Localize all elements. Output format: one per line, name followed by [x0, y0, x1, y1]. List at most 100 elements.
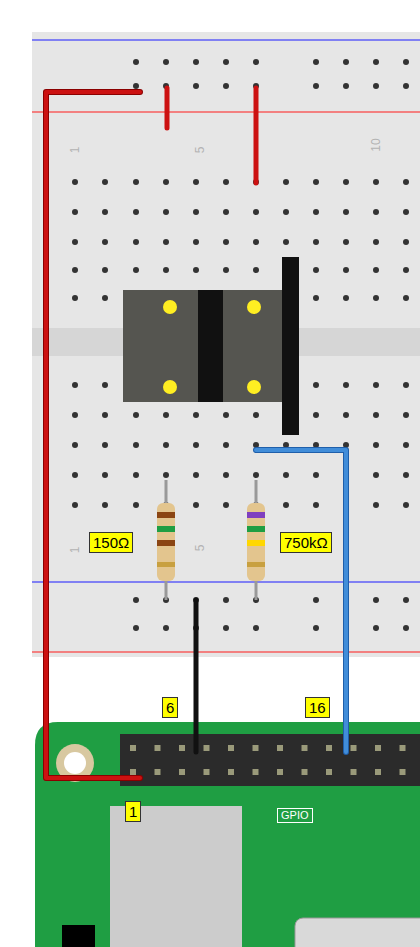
red-wire: [46, 92, 140, 778]
rail-line: [32, 652, 420, 653]
hole: [313, 267, 319, 273]
header-name: GPIO: [277, 808, 313, 823]
rail-line: [32, 40, 420, 41]
usb-port: [110, 806, 242, 947]
resistor-symbol: [157, 480, 175, 600]
hole: [163, 209, 169, 215]
gpio-pins: [130, 745, 406, 775]
gpio-pin: [375, 745, 381, 751]
hole: [163, 472, 169, 478]
gpio-pin: [400, 745, 406, 751]
gpio-pin: [130, 769, 136, 775]
hole: [193, 59, 199, 65]
black-wire: [194, 600, 199, 752]
hole: [163, 179, 169, 185]
hole: [102, 239, 108, 245]
hole: [373, 382, 379, 388]
hole: [193, 209, 199, 215]
hole: [253, 59, 259, 65]
hole: [253, 472, 259, 478]
gpio-pin: [179, 769, 185, 775]
gpio-pin: [228, 769, 234, 775]
hole: [373, 442, 379, 448]
hole: [403, 179, 409, 185]
red-wire: [254, 88, 259, 183]
hole: [403, 382, 409, 388]
hole: [313, 59, 319, 65]
chip: [62, 925, 95, 947]
hole: [223, 625, 229, 631]
hole: [133, 502, 139, 508]
hole: [223, 267, 229, 273]
hole: [373, 597, 379, 603]
hole: [102, 179, 108, 185]
hole: [313, 209, 319, 215]
hole: [102, 382, 108, 388]
gpio-pin: [228, 745, 234, 751]
hole: [72, 179, 78, 185]
resistor-symbol: [247, 480, 265, 600]
hole: [403, 83, 409, 89]
hole: [373, 295, 379, 301]
column-number: 10: [370, 138, 382, 151]
hole: [72, 502, 78, 508]
hole: [102, 267, 108, 273]
hole: [283, 472, 289, 478]
hole: [313, 83, 319, 89]
hole: [343, 209, 349, 215]
hole: [253, 412, 259, 418]
hole: [102, 472, 108, 478]
column-number: 5: [194, 147, 206, 154]
gpio-pin: [253, 769, 259, 775]
hole: [102, 502, 108, 508]
hole: [253, 239, 259, 245]
hole: [193, 239, 199, 245]
red-wire: [165, 88, 170, 128]
hole: [133, 267, 139, 273]
hole: [72, 382, 78, 388]
breadboard: [32, 32, 420, 657]
hole: [102, 412, 108, 418]
hole: [253, 209, 259, 215]
gpio-pin: [302, 745, 308, 751]
hole: [403, 625, 409, 631]
hole: [313, 625, 319, 631]
hole: [223, 442, 229, 448]
hole: [223, 239, 229, 245]
hole: [403, 502, 409, 508]
hole: [133, 625, 139, 631]
hole: [133, 83, 139, 89]
hole: [193, 267, 199, 273]
gpio-pin: [130, 745, 136, 751]
hole: [283, 239, 289, 245]
hole: [223, 179, 229, 185]
hole: [343, 267, 349, 273]
gpio-pin: [351, 745, 357, 751]
hole: [133, 472, 139, 478]
hole: [133, 179, 139, 185]
switch-leg: [247, 380, 261, 394]
hole: [253, 267, 259, 273]
hole: [193, 412, 199, 418]
hole: [343, 412, 349, 418]
hole: [223, 83, 229, 89]
hole: [72, 295, 78, 301]
hole: [193, 83, 199, 89]
hole: [253, 625, 259, 631]
switch-leg: [247, 300, 261, 314]
hole: [313, 382, 319, 388]
raspberry-pi-board: [35, 722, 420, 947]
hole: [133, 209, 139, 215]
hole: [403, 59, 409, 65]
hole: [403, 597, 409, 603]
tactile-switch: [123, 290, 285, 402]
hole: [102, 442, 108, 448]
hole: [313, 239, 319, 245]
hole: [403, 472, 409, 478]
hole: [133, 597, 139, 603]
red-wire: [46, 92, 140, 778]
hole: [373, 83, 379, 89]
hole: [343, 382, 349, 388]
hole: [403, 267, 409, 273]
hole: [373, 209, 379, 215]
